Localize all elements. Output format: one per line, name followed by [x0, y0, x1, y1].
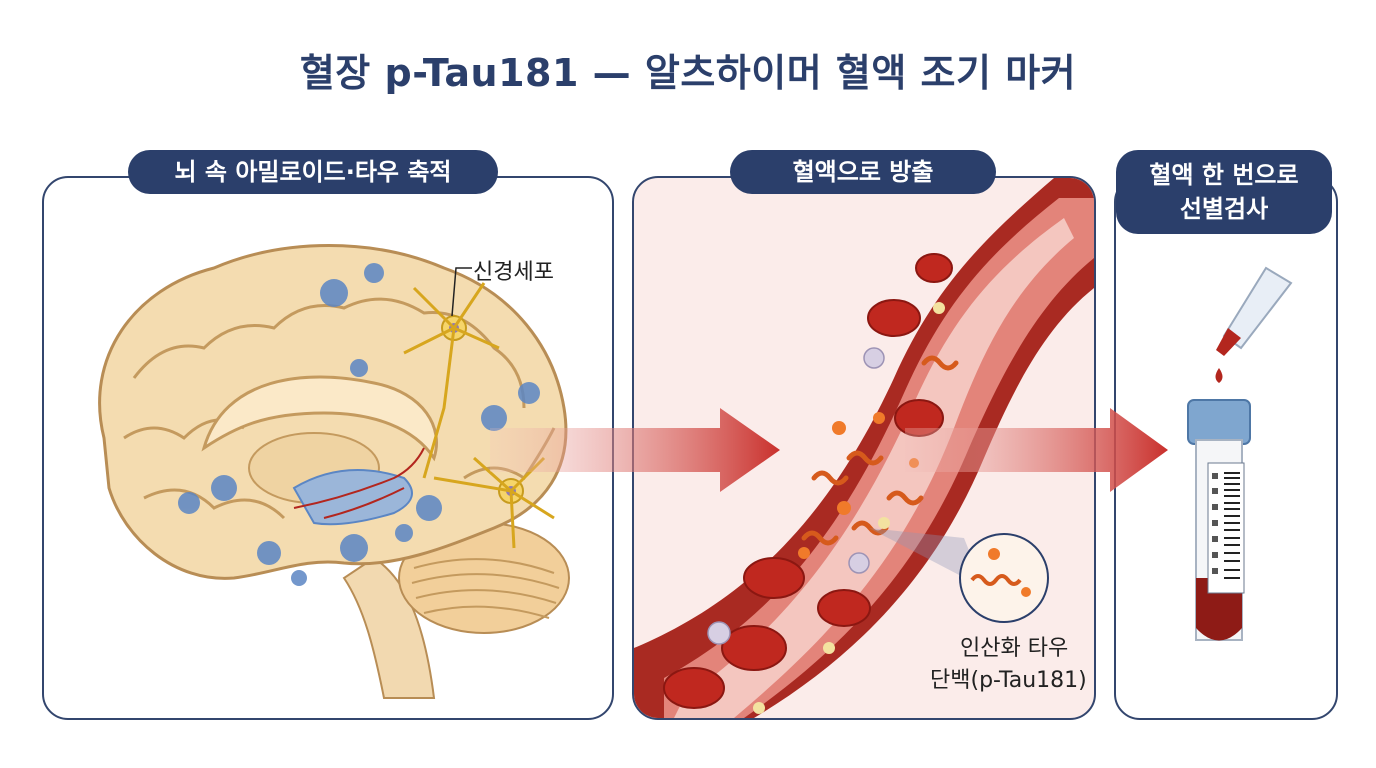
neuron-label: 신경세포	[473, 260, 554, 285]
pipette-icon	[1215, 266, 1293, 383]
page-title: 혈장 p-Tau181 — 알츠하이머 혈액 조기 마커	[299, 51, 1077, 95]
test-panel-heading-line2: 선별검사	[1179, 195, 1269, 223]
test-tube-illustration	[1187, 266, 1293, 641]
test-panel-heading-line1: 혈액 한 번으로	[1149, 161, 1299, 189]
platelet-icon	[753, 302, 945, 714]
test-panel-heading: 혈액 한 번으로 선별검사	[1116, 150, 1332, 234]
white-blood-cell-icon	[707, 347, 885, 645]
test-tube-icon	[1187, 399, 1251, 641]
blood-panel-heading: 혈액으로 방출	[730, 150, 996, 194]
p-tau-label-line2: 단백(p-Tau181)	[930, 668, 1087, 693]
brain-illustration	[98, 244, 570, 699]
p-tau-label-line1: 인산화 타우	[960, 636, 1069, 661]
brain-panel-heading: 뇌 속 아밀로이드·타우 축적	[128, 150, 498, 194]
p-tau-fragment-icon	[801, 355, 959, 546]
blood-test-panel	[1114, 176, 1338, 720]
